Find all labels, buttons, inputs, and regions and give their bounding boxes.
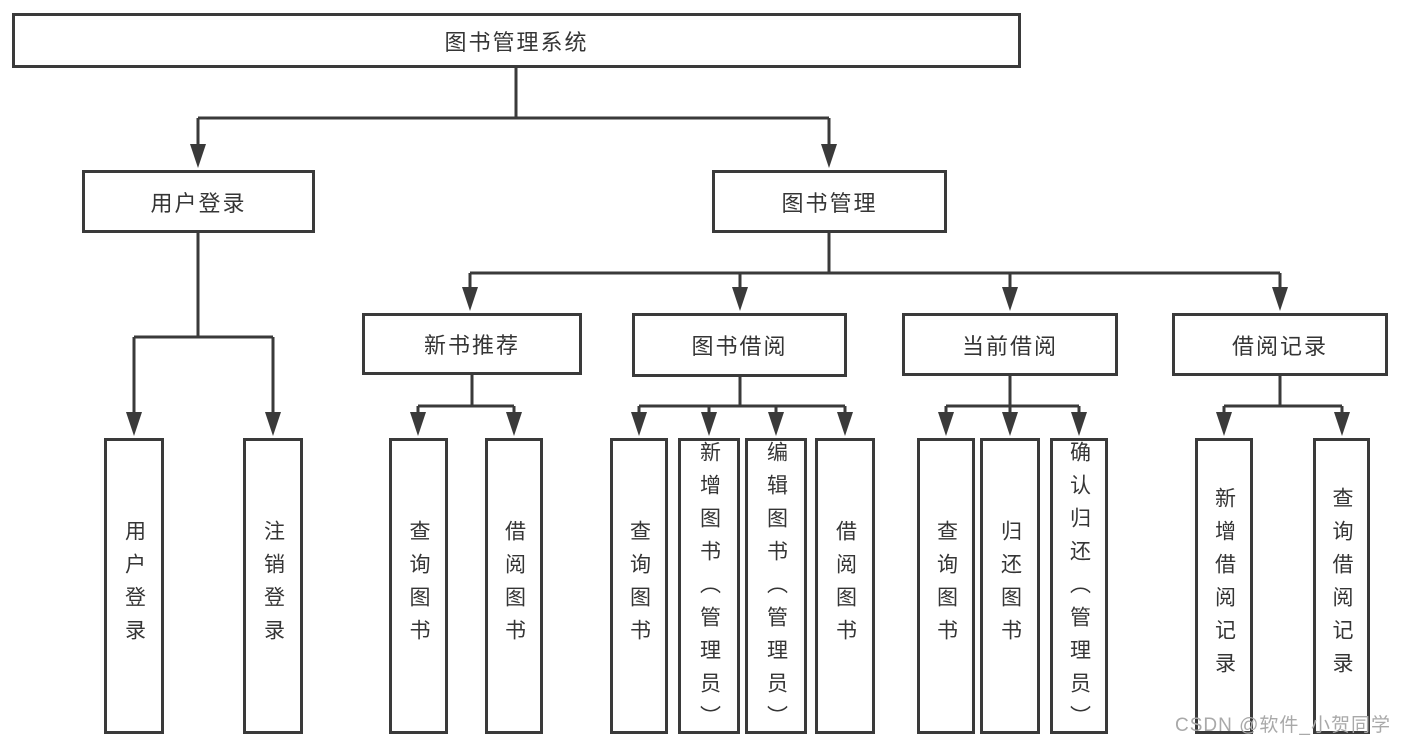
- leaf-return-books: 归还图书: [980, 438, 1040, 734]
- arrowhead: [631, 412, 647, 436]
- leaf-add-books-admin: 新增图书（管理员）: [678, 438, 740, 738]
- leaf-borrow-books: 借阅图书: [815, 438, 875, 734]
- node-book-borrowing: 图书借阅: [632, 313, 847, 377]
- arrowhead: [1272, 287, 1288, 311]
- arrowhead: [768, 412, 784, 436]
- arrowhead: [1071, 412, 1087, 436]
- leaf-logout: 注销登录: [243, 438, 303, 734]
- leaf-user-login: 用户登录: [104, 438, 164, 734]
- arrowhead: [732, 287, 748, 311]
- arrowhead: [1216, 412, 1232, 436]
- arrowhead: [837, 412, 853, 436]
- leaf-query-books-recommend: 查询图书: [389, 438, 448, 734]
- arrowhead: [462, 287, 478, 311]
- node-new-book-recommendation: 新书推荐: [362, 313, 582, 375]
- connector-user-login-to-leaves: [132, 233, 275, 414]
- node-library-management-system: 图书管理系统: [12, 13, 1021, 68]
- arrowhead: [821, 144, 837, 168]
- connector-book-management-to-level3: [468, 233, 1282, 289]
- arrowhead: [1002, 412, 1018, 436]
- arrowhead: [1334, 412, 1350, 436]
- leaf-edit-books-admin: 编辑图书（管理员）: [745, 438, 807, 738]
- node-book-management: 图书管理: [712, 170, 947, 233]
- arrowhead: [190, 144, 206, 168]
- csdn-watermark: CSDN @软件_小贺同学: [1175, 715, 1391, 736]
- leaf-confirm-return-admin: 确认归还（管理员）: [1050, 438, 1108, 738]
- arrowhead: [506, 412, 522, 436]
- leaf-query-books-borrowing: 查询图书: [610, 438, 668, 734]
- arrowhead: [126, 412, 142, 436]
- arrowhead: [701, 412, 717, 436]
- leaf-add-borrow-record: 新增借阅记录: [1195, 438, 1253, 734]
- leaf-query-books-current: 查询图书: [917, 438, 975, 734]
- connector-current-borrowing-to-leaves: [944, 376, 1081, 414]
- connector-borrowing-records-to-leaves: [1222, 376, 1344, 414]
- leaf-query-borrow-record: 查询借阅记录: [1313, 438, 1370, 734]
- connector-new-book-to-leaves: [416, 375, 516, 414]
- connector-book-borrowing-to-leaves: [637, 377, 847, 414]
- arrowhead: [1002, 287, 1018, 311]
- node-borrowing-records: 借阅记录: [1172, 313, 1388, 376]
- node-current-borrowing: 当前借阅: [902, 313, 1118, 376]
- arrowheads: [126, 144, 1350, 436]
- connector-root-to-level2: [196, 68, 831, 146]
- leaf-borrow-books-recommend: 借阅图书: [485, 438, 543, 734]
- node-user-login: 用户登录: [82, 170, 315, 233]
- arrowhead: [410, 412, 426, 436]
- arrowhead: [265, 412, 281, 436]
- arrowhead: [938, 412, 954, 436]
